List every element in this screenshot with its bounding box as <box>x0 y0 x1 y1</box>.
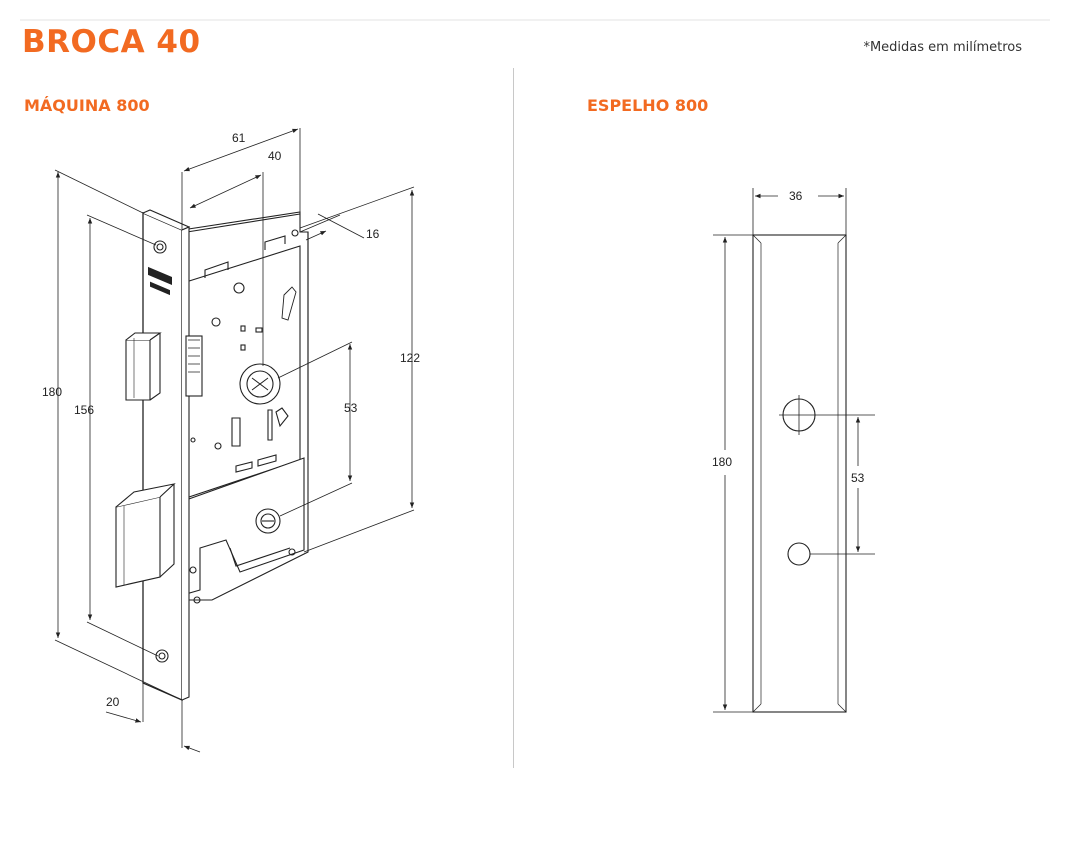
page-title: BROCA 40 <box>22 24 201 60</box>
section-title-maquina: MÁQUINA 800 <box>24 96 150 115</box>
dim-40: 40 <box>268 149 282 163</box>
section-divider <box>513 68 514 768</box>
dim-61: 61 <box>232 131 246 145</box>
dim-180-espelho: 180 <box>712 455 732 469</box>
units-note: *Medidas em milímetros <box>863 40 1022 55</box>
dim-36: 36 <box>789 189 803 203</box>
lock-body-drawing <box>115 209 309 701</box>
escutcheon-dimensions <box>713 188 861 713</box>
top-rule <box>20 19 1050 21</box>
dim-53-maquina: 53 <box>344 401 358 415</box>
dim-122: 122 <box>400 351 420 365</box>
dim-156: 156 <box>74 403 94 417</box>
lock-body-dimensions <box>54 128 415 753</box>
dim-20: 20 <box>106 695 120 709</box>
dim-16: 16 <box>366 227 380 241</box>
dim-180-maquina: 180 <box>42 385 62 399</box>
escutcheon-drawing <box>752 234 875 713</box>
section-title-espelho: ESPELHO 800 <box>587 96 709 115</box>
dim-53-espelho: 53 <box>851 471 865 485</box>
